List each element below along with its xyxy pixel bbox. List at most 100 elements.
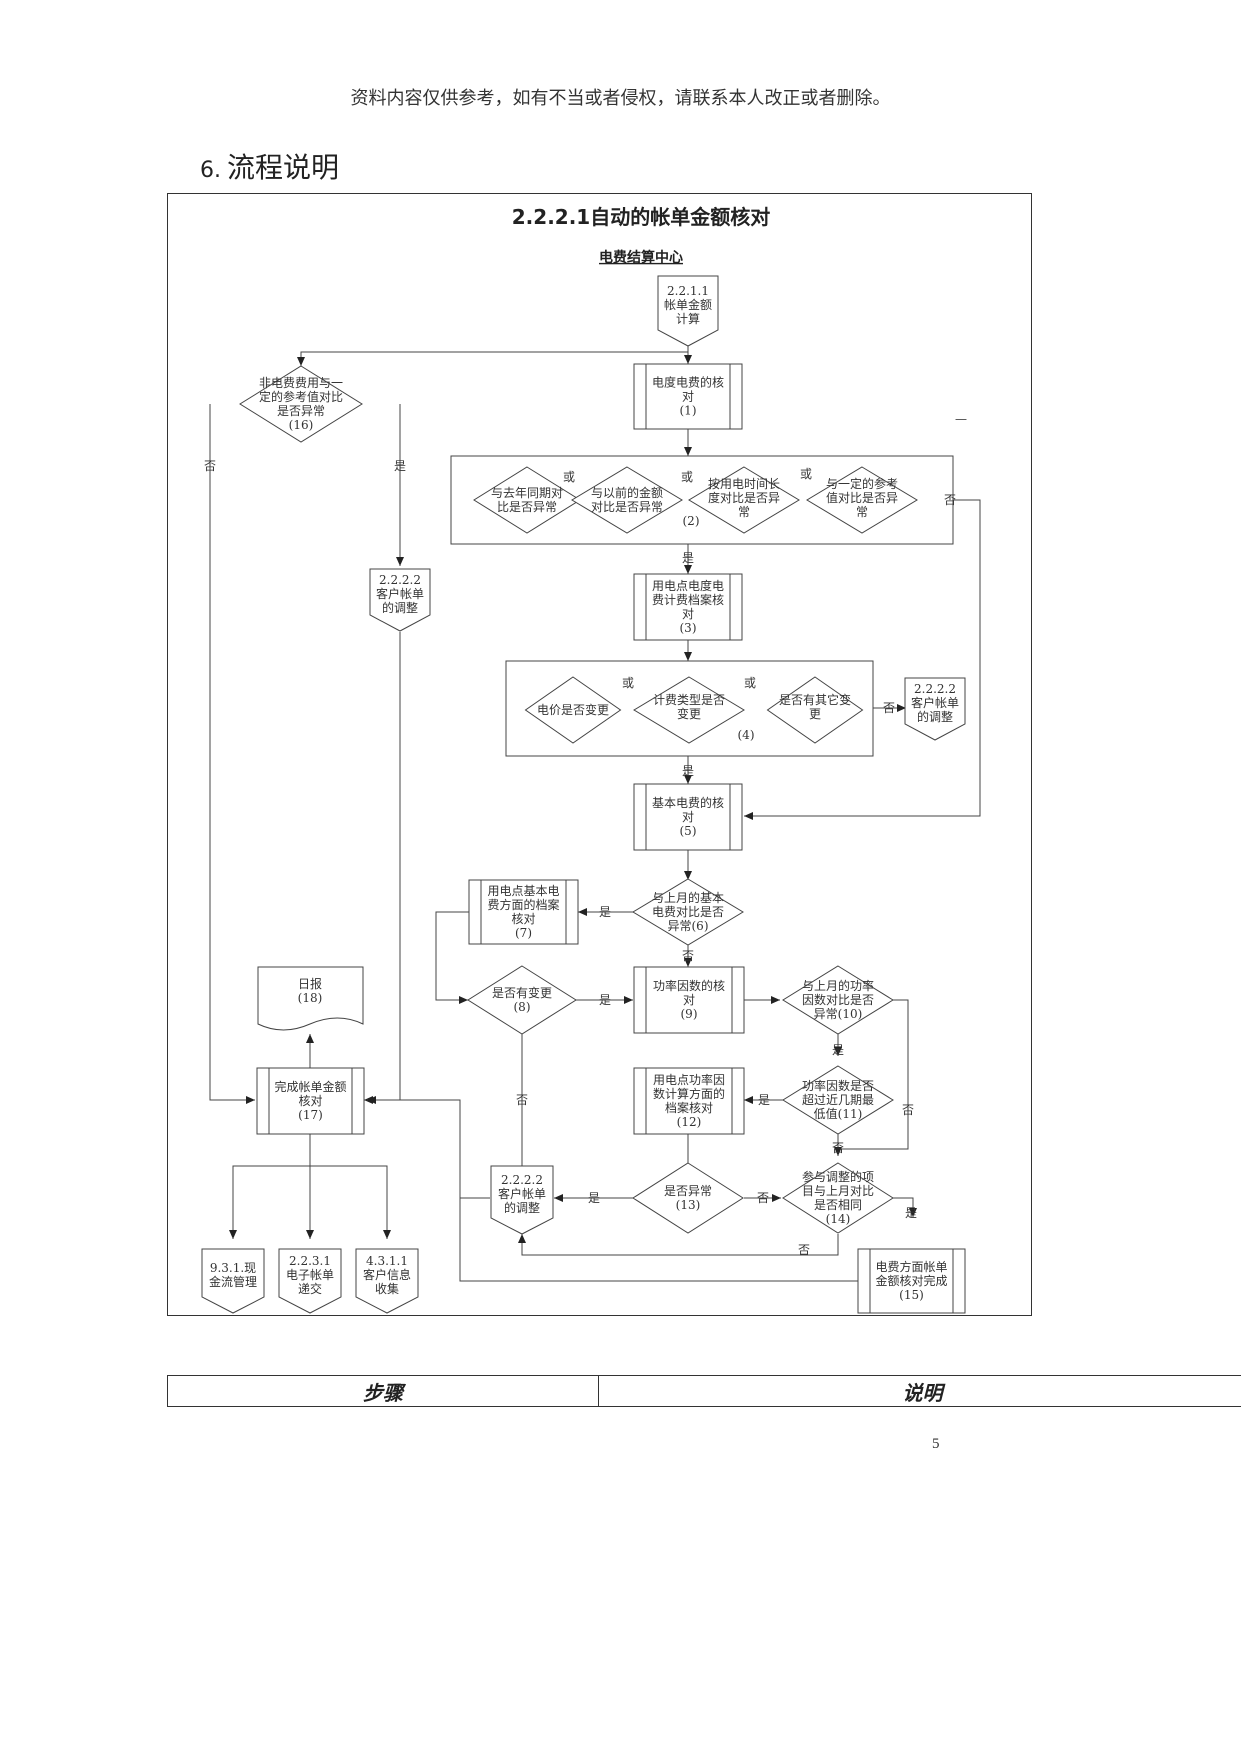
label-yes-6: 是 bbox=[599, 905, 611, 919]
step-4-diamond-2 bbox=[633, 676, 745, 744]
label-no-11: 否 bbox=[832, 1141, 844, 1155]
disclaimer-text: 资料内容仅供参考，如有不当或者侵权，请联系本人改正或者删除。 bbox=[350, 88, 891, 109]
label-or-4: 或 bbox=[622, 676, 634, 690]
output-ref-2-2-3-1 bbox=[278, 1248, 342, 1314]
section-heading: 6.流程说明 bbox=[200, 146, 339, 186]
step-5 bbox=[633, 783, 743, 851]
step-3-text: 用电点电度电费计费档案核对(3) bbox=[652, 578, 724, 635]
step-14 bbox=[782, 1162, 894, 1234]
step-2-diamond-3-text: 按用电时间长度对比是否异常 bbox=[708, 477, 780, 519]
edge-adjust-17 bbox=[367, 632, 401, 1104]
step-8 bbox=[467, 965, 577, 1035]
step-1 bbox=[633, 363, 743, 430]
step-2-diamond-4-text: 与一定的参考值对比是否异常 bbox=[826, 476, 898, 519]
step-15-text: 电费方面帐单金额核对完成(15) bbox=[875, 1259, 947, 1302]
step-6 bbox=[632, 878, 744, 946]
step-11-text: 功率因数是否超过近几期最低值(11) bbox=[802, 1078, 874, 1121]
section-number: 6. bbox=[200, 158, 221, 183]
step-16 bbox=[239, 365, 363, 443]
edge-to-16 bbox=[297, 351, 688, 366]
step-15 bbox=[857, 1248, 966, 1314]
label-no-2: 否 bbox=[944, 493, 956, 507]
step-4-number: (4) bbox=[738, 728, 755, 742]
label-yes-2: 是 bbox=[682, 551, 694, 565]
label-no-6: 否 bbox=[682, 949, 694, 963]
label-no-16: 否 bbox=[204, 459, 216, 473]
step-2-diamond-4 bbox=[806, 466, 918, 534]
step-2-diamond-1-text: 与去年同期对比是否异常 bbox=[491, 486, 563, 514]
step-5-text: 基本电费的核对(5) bbox=[652, 795, 724, 838]
step-2-diamond-3 bbox=[688, 466, 800, 534]
flowchart-title: 2.2.2.1自动的帐单金额核对 bbox=[512, 205, 770, 229]
step-12-text: 用电点功率因数计算方面的档案核对(12) bbox=[653, 1072, 725, 1129]
step-13 bbox=[632, 1162, 744, 1234]
edge-14-15 bbox=[893, 1197, 917, 1217]
edge-16-17 bbox=[209, 404, 255, 1104]
steps-table-header: 步骤 说明 bbox=[167, 1375, 1241, 1407]
step-4-diamond-3-text: 是否有其它变更 bbox=[779, 692, 851, 721]
edge-10-14 bbox=[838, 999, 909, 1150]
edge-17-out3 bbox=[310, 1165, 391, 1239]
label-no-10: 否 bbox=[902, 1103, 914, 1117]
step-8-text: 是否有变更(8) bbox=[492, 985, 552, 1014]
label-or-3: 或 bbox=[800, 467, 812, 481]
step-12 bbox=[633, 1067, 745, 1135]
step-14-text: 参与调整的项目与上月对比是否相同(14) bbox=[802, 1169, 874, 1226]
label-yes-16: 是 bbox=[394, 459, 406, 473]
edge-14-adjust bbox=[518, 1234, 839, 1256]
output-ref-9-3-1 bbox=[201, 1248, 265, 1314]
step-7-text: 用电点基本电费方面的档案核对(7) bbox=[487, 884, 559, 940]
step-10 bbox=[782, 965, 894, 1035]
start-ref-2-2-1-1 bbox=[657, 275, 719, 347]
step-6-text: 与上月的基本电费对比是否异常(6) bbox=[652, 890, 724, 933]
edge-15-17 bbox=[364, 1096, 858, 1282]
label-no-14: 否 bbox=[798, 1243, 810, 1257]
label-yes-13: 是 bbox=[588, 1191, 600, 1205]
step-17 bbox=[256, 1067, 365, 1135]
label-yes-11: 是 bbox=[758, 1093, 770, 1107]
label-no-4: 否 bbox=[883, 701, 895, 715]
swimlane-label: 电费结算中心 bbox=[599, 249, 683, 266]
step-4-diamond-3 bbox=[766, 676, 864, 744]
step-18-text: 日报(18) bbox=[298, 976, 323, 1005]
edge-17-out1 bbox=[229, 1134, 311, 1239]
step-3 bbox=[633, 573, 743, 641]
step-4-diamond-2-text: 计费类型是否变更 bbox=[653, 693, 725, 721]
steps-column-header: 步骤 bbox=[168, 1376, 599, 1406]
step-2-diamond-1 bbox=[473, 466, 581, 534]
step-4-diamond-1 bbox=[524, 676, 622, 744]
label-or-1: 或 bbox=[563, 470, 575, 484]
output-ref-9-3-1-text: 9.3.1.现金流管理 bbox=[209, 1261, 257, 1289]
label-no-8: 否 bbox=[516, 1093, 528, 1107]
step-11 bbox=[782, 1065, 894, 1135]
step-2-diamond-2-text: 与以前的金额对比是否异常 bbox=[591, 485, 663, 514]
stray-dash: — bbox=[955, 412, 967, 426]
step-9-text: 功率因数的核对(9) bbox=[653, 978, 725, 1021]
step-2-number: (2) bbox=[683, 514, 700, 528]
step-2-diamond-2 bbox=[571, 466, 683, 534]
edge-2-5 bbox=[744, 499, 981, 820]
adjust-ref-b bbox=[904, 677, 966, 741]
step-7 bbox=[468, 879, 579, 945]
edge-7-8 bbox=[435, 911, 469, 1004]
step-13-text: 是否异常(13) bbox=[664, 1184, 712, 1212]
label-yes-10: 是 bbox=[832, 1043, 844, 1057]
output-ref-4-3-1-1 bbox=[355, 1248, 419, 1314]
step-10-text: 与上月的功率因数对比是否异常(10) bbox=[802, 978, 874, 1021]
label-or-2: 或 bbox=[681, 470, 693, 484]
step-9 bbox=[633, 966, 745, 1034]
label-yes-4: 是 bbox=[682, 764, 694, 778]
label-yes-14: 是 bbox=[905, 1206, 917, 1220]
section-title: 流程说明 bbox=[227, 151, 340, 184]
step-17-text: 完成帐单金额核对(17) bbox=[274, 1079, 346, 1122]
step-18-document bbox=[257, 966, 364, 1031]
description-column-header: 说明 bbox=[902, 1380, 943, 1405]
